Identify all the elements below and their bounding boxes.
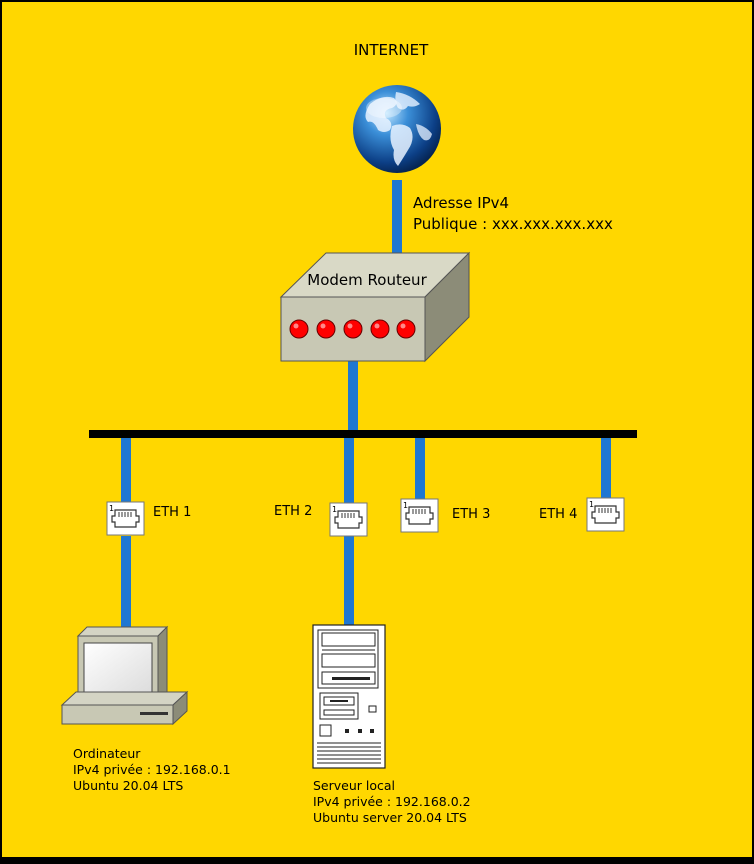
wan-address-line1: Adresse IPv4 [413,194,509,212]
internet-label: INTERNET [354,41,429,59]
port-eth4-num: 1 [589,500,594,509]
port-eth1-num: 1 [109,504,114,513]
port-eth2-label: ETH 2 [274,504,312,519]
server-label: Serveur local [313,778,395,793]
port-eth2-num: 1 [332,505,337,514]
router-label: Modem Routeur [307,271,427,289]
server-os: Ubuntu server 20.04 LTS [313,810,467,825]
port-eth1-label: ETH 1 [153,505,191,520]
router-icon [279,251,471,363]
computer-os: Ubuntu 20.04 LTS [73,778,183,793]
network-bus [89,430,637,438]
port-eth3-label: ETH 3 [452,507,490,522]
wan-address-line2: Publique : xxx.xxx.xxx.xxx [413,215,613,233]
globe-icon [353,85,441,173]
port-eth3-num: 1 [403,501,408,510]
tower-server-icon [312,624,386,769]
cables [121,180,611,630]
port-eth4-label: ETH 4 [539,507,577,522]
port-eth1: 1 [106,501,145,536]
computer-ip: IPv4 privée : 192.168.0.1 [73,762,231,777]
port-eth3: 1 [400,498,439,533]
desktop-computer-icon [60,625,189,726]
computer-label: Ordinateur [73,746,141,761]
port-eth2: 1 [329,502,368,537]
server-ip: IPv4 privée : 192.168.0.2 [313,794,471,809]
port-eth4: 1 [586,497,625,532]
